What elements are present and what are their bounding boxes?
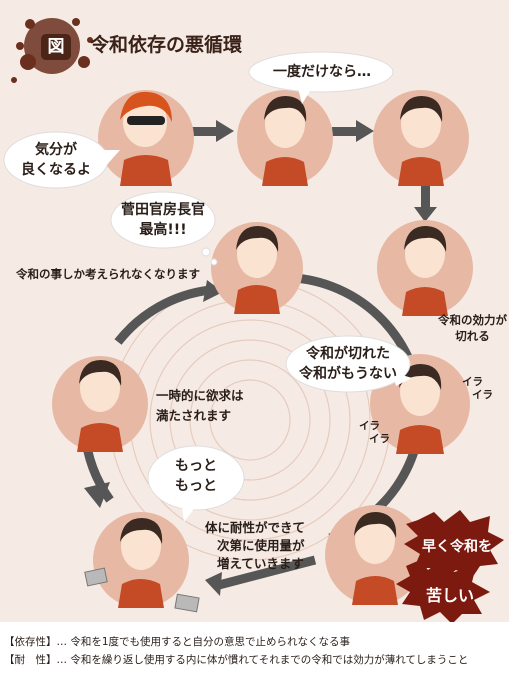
footnote-dependence: 【依存性】… 令和を1度でも使用すると自分の意思で止められなくなる事 (4, 636, 351, 648)
label-effect-wears: 令和の効力が 切れる (438, 312, 507, 344)
bubble-more-line1: もっと (175, 458, 217, 474)
burst-painful: 苦しい (426, 586, 475, 605)
bubble-wears-off-line2: 令和がもうない (299, 366, 397, 382)
packets (84, 567, 200, 613)
label-only-reiwa: 令和の事しか考えられなくなります (16, 267, 200, 281)
label-irritation-right-line1: イラ (462, 376, 483, 388)
bubble-wears-off-line1: 令和が切れた (306, 346, 390, 362)
page-title: 令和依存の悪循環 (90, 34, 243, 56)
label-effect-wears-line2: 切れる (455, 329, 490, 343)
top-arrows (192, 120, 437, 222)
people (77, 91, 448, 608)
bubble-feel-good-line1: 気分が (35, 142, 77, 158)
bubble-more-line2: もっと (175, 478, 217, 494)
label-irritation-right-line2: イラ (472, 389, 493, 401)
bubble-suga-line1: 菅田官房長官 (121, 202, 205, 218)
bubble-suga: 菅田官房長官 最高!!! (111, 200, 215, 240)
bubble-just-once: 一度だけなら… (273, 64, 371, 80)
label-tolerance-line3: 増えていきます (217, 556, 304, 571)
label-temporary: 一時的に欲求は 満たされます (156, 386, 244, 426)
label-irritation-left-line2: イラ (369, 433, 390, 445)
diagram-artwork (3, 18, 504, 622)
label-irritation-left-line1: イラ (359, 420, 380, 432)
label-tolerance-line1: 体に耐性ができて (205, 520, 306, 535)
bubble-more: もっと もっと (150, 456, 242, 496)
bubble-wears-off: 令和が切れた 令和がもうない (287, 344, 409, 384)
label-irritation-left: イラ イラ (359, 420, 390, 446)
label-effect-wears-line1: 令和の効力が (438, 313, 507, 327)
label-temporary-line1: 一時的に欲求は (156, 388, 244, 403)
bubble-suga-line2: 最高!!! (139, 222, 187, 238)
bubble-feel-good: 気分が 良くなるよ (6, 140, 106, 180)
label-temporary-line2: 満たされます (156, 408, 232, 423)
figure-badge: 図 (41, 34, 71, 60)
label-irritation-right: イラ イラ (462, 376, 493, 402)
bubble-feel-good-line2: 良くなるよ (21, 162, 91, 178)
speech-bubbles (3, 51, 412, 522)
burst-hurry: 早く令和を (422, 539, 492, 555)
label-tolerance-line2: 次第に使用量が (217, 538, 305, 553)
label-tolerance: 体に耐性ができて 次第に使用量が 増えていきます (205, 519, 305, 573)
burst-shapes (396, 510, 504, 622)
footnote-tolerance: 【耐 性】… 令和を繰り返し使用する内に体が慣れてそれまでの令和では効力が薄れて… (4, 654, 469, 666)
